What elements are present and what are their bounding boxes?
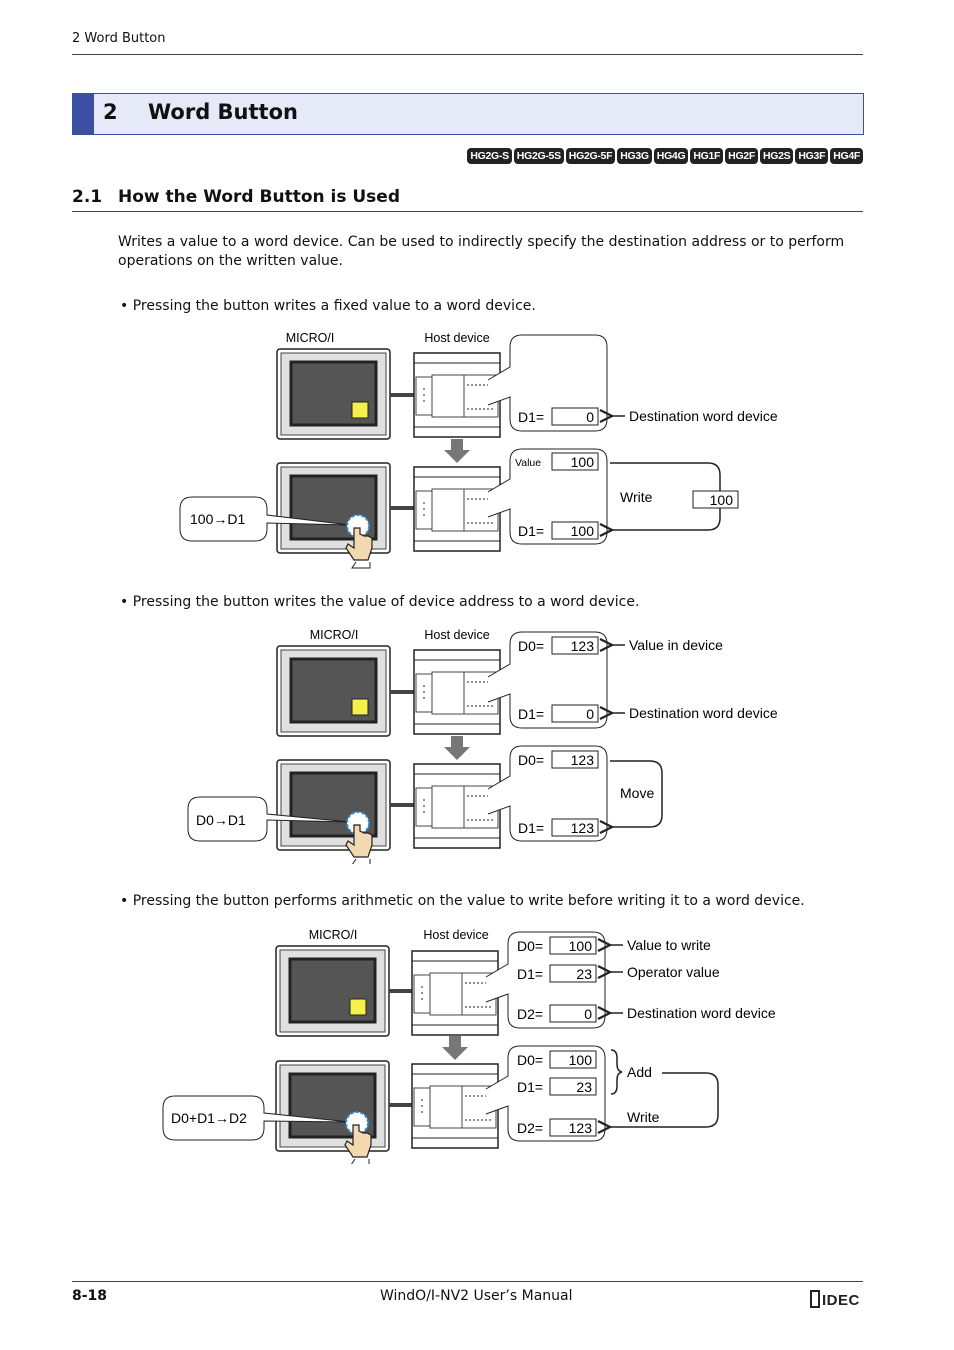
chapter-title: Word Button (148, 100, 298, 124)
d0-label: D0= (518, 638, 544, 654)
d1-label: D1= (517, 1079, 543, 1095)
bullet-text: Pressing the button writes a fixed value… (132, 298, 536, 314)
header-divider (72, 54, 863, 55)
dest-note: Destination word device (629, 408, 778, 424)
yellow-button-icon (351, 698, 369, 716)
model-badge: HG2F (725, 148, 758, 164)
model-badge: HG2G-5S (513, 148, 564, 164)
intro-paragraph: Writes a value to a word device. Can be … (118, 234, 845, 269)
section-title: How the Word Button is Used (118, 187, 401, 207)
micro-label: MICRO/I (310, 628, 359, 642)
footer-divider (72, 1281, 863, 1282)
model-badge: HG2G-S (467, 148, 512, 164)
d0-label: D0= (517, 938, 543, 954)
d1-value: 100 (571, 523, 595, 539)
model-badge: HG1F (690, 148, 724, 164)
d2-value: 123 (569, 1120, 593, 1136)
add-label: Add (627, 1064, 652, 1080)
bullet-text: Pressing the button writes the value of … (132, 594, 640, 610)
figure-fixed-value: MICRO/I Host device D1= 0 Destination wo… (179, 331, 778, 569)
d1-label: D1= (518, 706, 544, 722)
operator-note: Operator value (627, 964, 720, 980)
figure-device-value: MICRO/I Host device D0= 123 D1= 0 Value … (187, 628, 778, 864)
d1-label: D1= (517, 966, 543, 982)
callout: 100→D1 (190, 511, 245, 527)
write-value: 100 (710, 492, 734, 508)
page-number: 8-18 (72, 1288, 108, 1304)
value-note: Value to write (627, 937, 711, 953)
brace (610, 1049, 623, 1095)
yellow-button-icon (351, 401, 369, 419)
model-badge: HG4G (653, 148, 689, 164)
model-badge: HG3F (795, 148, 829, 164)
section-heading: 2.1 How the Word Button is Used (72, 187, 400, 207)
chapter-accent-block (73, 94, 94, 134)
bullet-item: • Pressing the button writes the value o… (120, 594, 640, 610)
value: 100 (571, 454, 595, 470)
host-label: Host device (424, 628, 489, 642)
d1-value: 123 (571, 820, 595, 836)
dest-note: Destination word device (627, 1005, 776, 1021)
model-badge: HG3G (617, 148, 652, 164)
yellow-button-icon (349, 998, 367, 1016)
d0-label: D0= (518, 752, 544, 768)
host-label: Host device (423, 928, 488, 942)
write-label: Write (627, 1109, 660, 1125)
bullet-item: • Pressing the button writes a fixed val… (120, 298, 536, 314)
model-badges: HG2G-S HG2G-5S HG2G-5F HG3G HG4G HG1F HG… (467, 148, 863, 164)
d0-value: 123 (571, 638, 595, 654)
d2-label: D2= (517, 1120, 543, 1136)
figure-arithmetic: MICRO/I Host device D0= 100 D1= 23 D2= 0… (162, 928, 776, 1164)
d0-value: 123 (571, 752, 595, 768)
d0-value: 100 (569, 938, 593, 954)
d1-label: D1= (518, 523, 544, 539)
d1-value: 23 (576, 966, 592, 982)
section-divider (72, 211, 863, 212)
model-badge: HG2S (759, 148, 794, 164)
d1-label: D1= (518, 820, 544, 836)
d1-value: 0 (586, 706, 594, 722)
d0-value: 100 (569, 1052, 593, 1068)
model-badge: HG2G-5F (565, 148, 616, 164)
value-note: Value in device (629, 637, 723, 653)
d2-value: 0 (584, 1006, 592, 1022)
logo-text: IDEC (822, 1292, 860, 1308)
bullet-text: Pressing the button performs arithmetic … (132, 893, 805, 909)
dest-note: Destination word device (629, 705, 778, 721)
callout: D0→D1 (196, 812, 246, 828)
d1-value: 23 (576, 1079, 592, 1095)
write-label: Write (620, 489, 653, 505)
move-label: Move (620, 785, 654, 801)
chapter-heading: 2 Word Button (72, 93, 864, 135)
value-label: Value (515, 457, 541, 469)
running-header: 2 Word Button (72, 31, 166, 46)
d1-label: D1= (518, 409, 544, 425)
bullet-item: • Pressing the button performs arithmeti… (120, 893, 805, 909)
micro-label: MICRO/I (286, 331, 335, 345)
idec-logo: IDEC (810, 1290, 860, 1308)
micro-label: MICRO/I (309, 928, 358, 942)
manual-title: WindO/I-NV2 User’s Manual (380, 1288, 573, 1304)
d1-value: 0 (586, 409, 594, 425)
d2-label: D2= (517, 1006, 543, 1022)
d0-label: D0= (517, 1052, 543, 1068)
model-badge: HG4F (830, 148, 863, 164)
host-label: Host device (424, 331, 489, 345)
section-number: 2.1 (72, 187, 103, 207)
callout: D0+D1→D2 (171, 1110, 247, 1126)
chapter-number: 2 (103, 100, 118, 124)
